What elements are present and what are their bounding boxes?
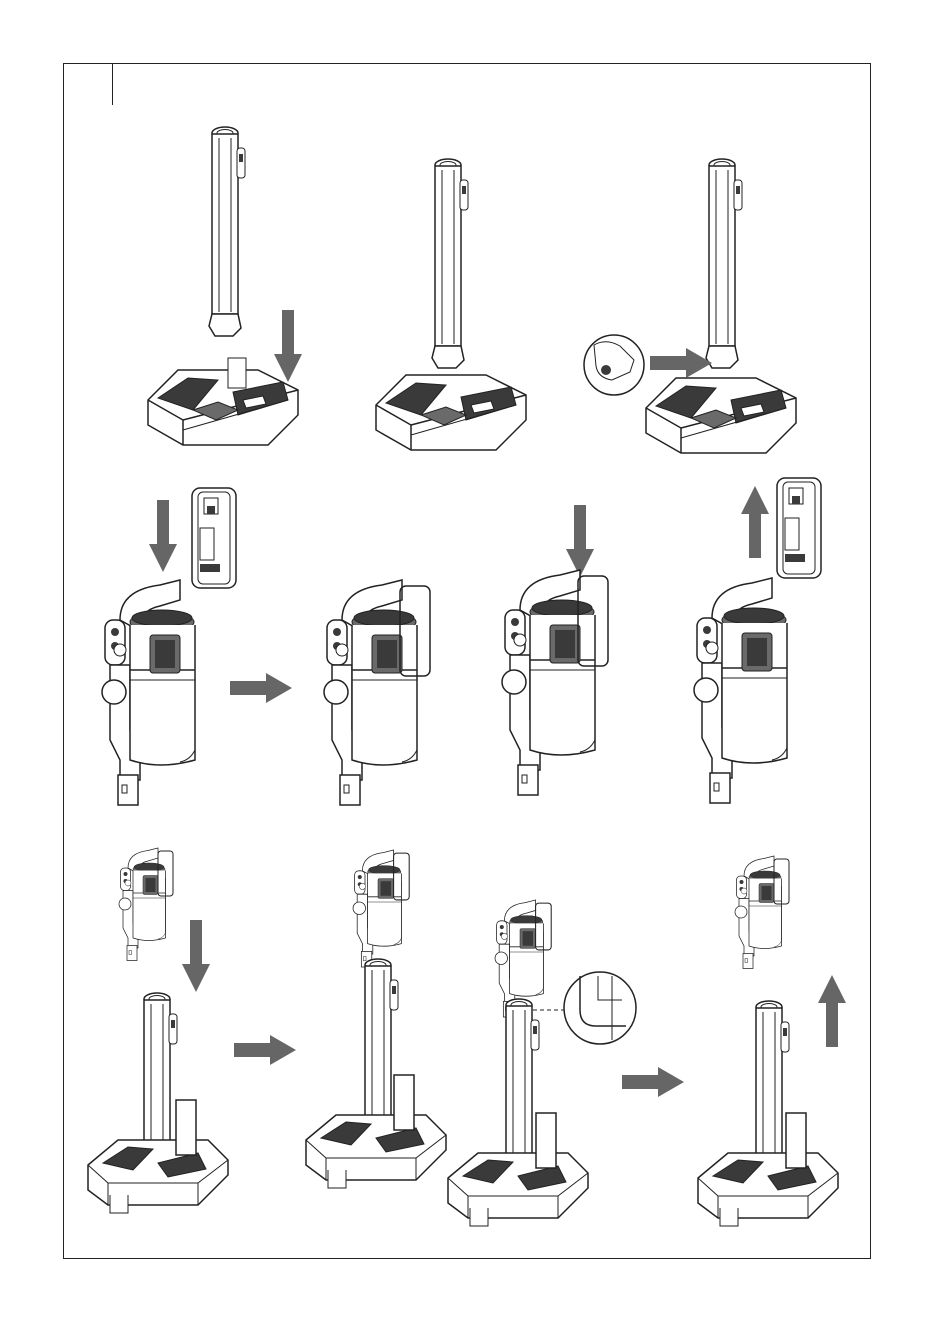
- step-2-1: [102, 488, 236, 805]
- step-2-4: [694, 478, 821, 803]
- up-arrow-icon: [818, 975, 846, 1047]
- down-arrow-icon: [274, 310, 302, 382]
- step-2-3: [502, 505, 608, 795]
- right-arrow-icon: [650, 348, 712, 378]
- latch-detail-icon: [533, 972, 636, 1044]
- main-body-icon: [102, 580, 195, 805]
- docked-tube-icon: [88, 993, 228, 1213]
- assembled-tube-head-icon: [646, 378, 796, 453]
- up-arrow-icon: [741, 486, 769, 558]
- full-vacuum-docked-icon: [306, 850, 446, 1188]
- docked-tube-icon: [698, 1001, 838, 1226]
- floor-head-icon: [148, 370, 298, 445]
- main-body-icon: [694, 578, 787, 803]
- step-1-1: [148, 127, 302, 445]
- right-arrow-icon: [230, 673, 292, 703]
- step-1-2: [376, 159, 526, 450]
- assembled-tube-head-icon: [432, 159, 468, 368]
- handle-tube-icon: [209, 127, 245, 336]
- main-body-with-battery-icon: [324, 580, 417, 805]
- step-1-3: [584, 159, 796, 453]
- main-body-with-battery-icon: [502, 570, 595, 795]
- battery-icon: [192, 488, 236, 588]
- step-3-4: [622, 856, 846, 1226]
- step-3-2: [234, 850, 446, 1188]
- step-3-3: [448, 900, 636, 1226]
- finger-press-detail-icon: [584, 335, 644, 395]
- right-arrow-icon: [622, 1067, 684, 1097]
- down-arrow-icon: [149, 500, 177, 572]
- step-2-2: [230, 580, 430, 805]
- battery-icon: [777, 478, 821, 578]
- small-body-icon: [735, 856, 789, 969]
- step-3-1: [88, 848, 228, 1213]
- down-arrow-icon: [182, 920, 210, 992]
- small-body-icon: [119, 848, 173, 961]
- right-arrow-icon: [234, 1035, 296, 1065]
- full-vacuum-docked-icon: [448, 900, 588, 1226]
- down-arrow-icon: [566, 505, 594, 577]
